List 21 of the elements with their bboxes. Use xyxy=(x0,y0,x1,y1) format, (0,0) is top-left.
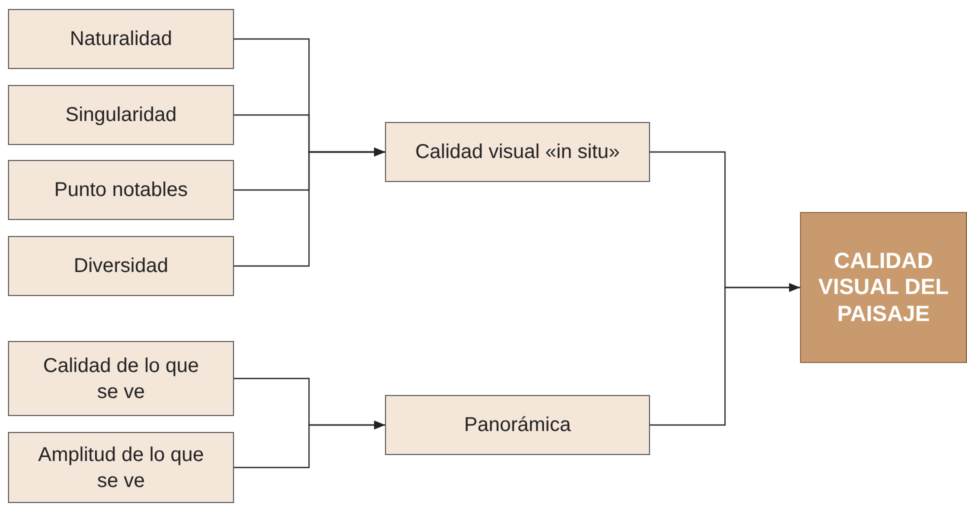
box-label: Diversidad xyxy=(74,254,168,279)
result-box xyxy=(800,212,967,363)
connector-arrow xyxy=(234,420,385,468)
connector-arrow xyxy=(234,148,385,267)
factor-box xyxy=(8,85,234,145)
factor-box xyxy=(8,160,234,220)
box-label: Amplitud de lo que se ve xyxy=(37,442,205,494)
connector-arrow xyxy=(650,283,800,426)
box-label: Naturalidad xyxy=(70,27,172,52)
factor-box xyxy=(8,341,234,416)
box-label: Punto notables xyxy=(54,178,188,203)
factor-box xyxy=(8,432,234,503)
factor-box xyxy=(8,9,234,69)
box-label: CALIDAD VISUAL DEL PAISAJE xyxy=(817,248,950,328)
box-label: Calidad de lo que se ve xyxy=(42,354,200,404)
box-label: Singularidad xyxy=(65,103,177,128)
factor-box xyxy=(385,395,650,455)
factor-box xyxy=(8,236,234,296)
box-label: Panorámica xyxy=(464,413,571,438)
box-label: Calidad visual «in situ» xyxy=(415,140,620,165)
factor-box xyxy=(385,122,650,182)
